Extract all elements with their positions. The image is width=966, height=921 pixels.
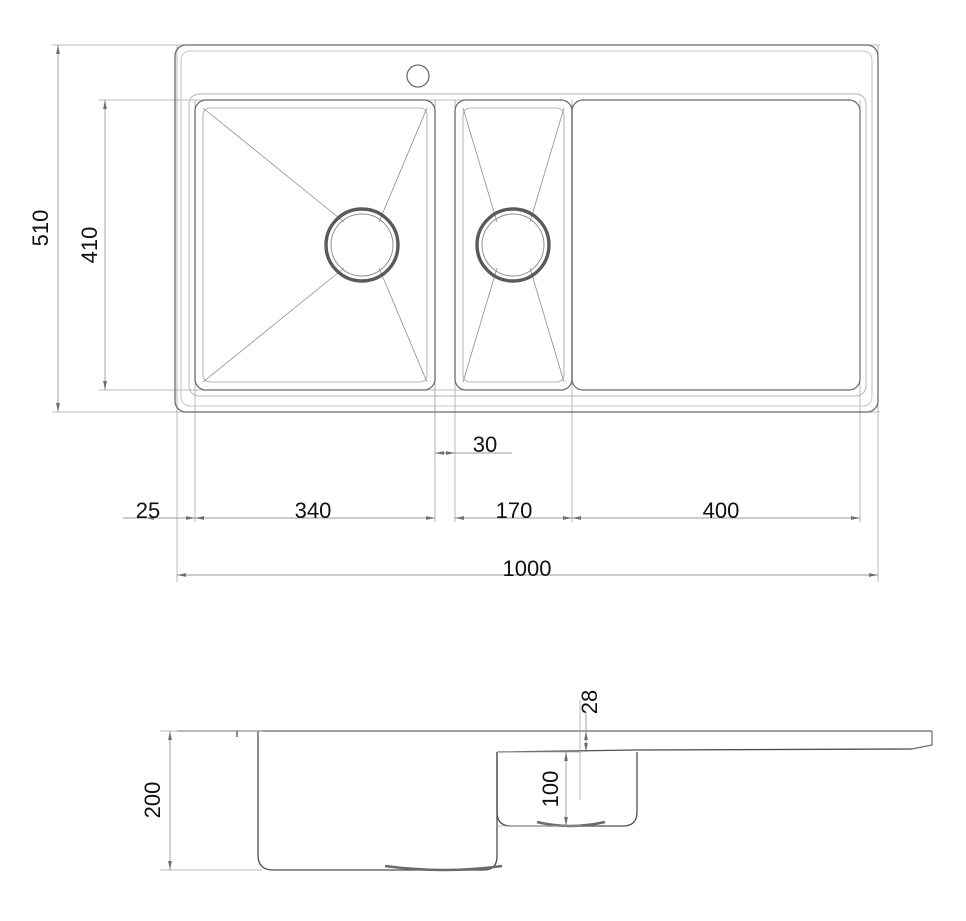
plan-view bbox=[174, 44, 879, 413]
dim-divider-width: 30 bbox=[473, 432, 497, 457]
left-bowl-base bbox=[202, 107, 428, 383]
section-large-bowl bbox=[236, 731, 498, 871]
left-drain-hole bbox=[324, 207, 400, 283]
section-extension-lines bbox=[160, 700, 582, 871]
plan-dimension-lines bbox=[56, 45, 878, 577]
section-small-bowl bbox=[496, 752, 638, 827]
dim-overall-height: 510 bbox=[28, 210, 53, 247]
dim-overall-width: 1000 bbox=[503, 556, 552, 581]
sink-outer-rim-inner-offset bbox=[180, 50, 873, 407]
dim-bowl-height: 410 bbox=[77, 227, 102, 264]
right-bowl-slope-lines bbox=[462, 107, 565, 383]
section-drainer-slope bbox=[496, 748, 913, 753]
section-dimension-lines bbox=[168, 712, 588, 870]
right-drain-hole bbox=[475, 207, 551, 283]
dim-rim-thickness: 28 bbox=[577, 690, 602, 714]
right-bowl bbox=[454, 99, 573, 391]
dim-left-margin: 25 bbox=[136, 498, 160, 523]
dim-small-bowl-depth: 100 bbox=[538, 771, 563, 808]
dim-overall-depth: 200 bbox=[140, 782, 165, 819]
right-drain-hole-inner bbox=[481, 213, 545, 277]
section-large-bowl-drain bbox=[384, 864, 503, 872]
extension-lines bbox=[52, 44, 880, 582]
right-bowl-base bbox=[462, 107, 565, 383]
drainer-board bbox=[571, 99, 861, 391]
left-bowl bbox=[194, 99, 436, 391]
dim-right-bowl-width: 170 bbox=[496, 498, 533, 523]
left-drain-hole-inner bbox=[330, 213, 394, 277]
dim-drainer-width: 400 bbox=[703, 498, 740, 523]
sink-inner-rim bbox=[188, 93, 867, 397]
section-right-lip bbox=[911, 731, 933, 750]
tap-hole bbox=[406, 64, 430, 88]
left-bowl-slope-lines bbox=[202, 107, 428, 383]
dim-left-bowl-width: 340 bbox=[295, 498, 332, 523]
section-dimension-labels: 200 100 28 bbox=[140, 690, 602, 819]
sink-outer-rim bbox=[174, 44, 879, 413]
plan-dimension-labels: 510 410 25 340 30 170 400 1000 bbox=[28, 210, 739, 581]
